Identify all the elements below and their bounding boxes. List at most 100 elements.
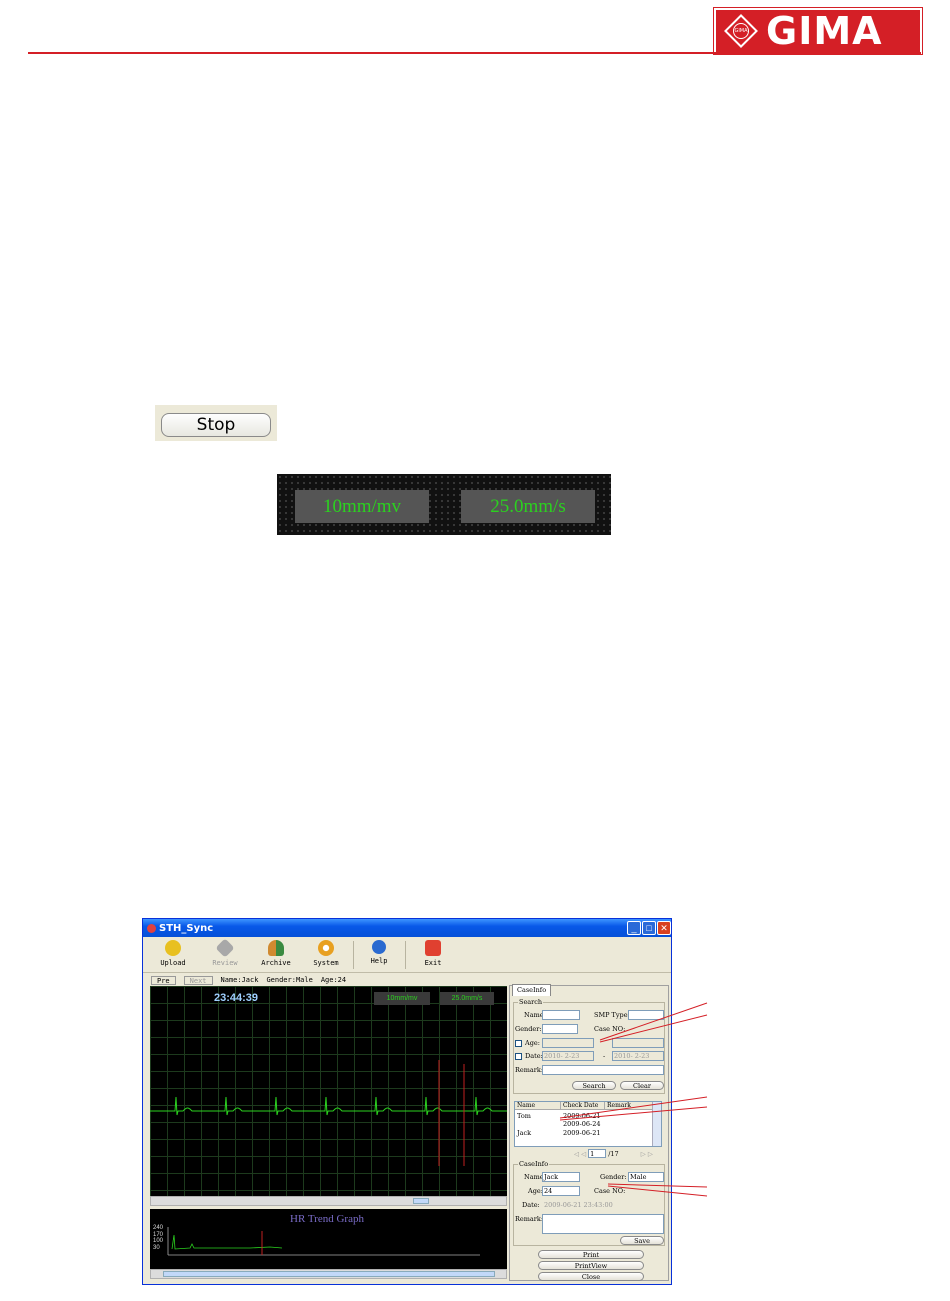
help-button[interactable]: Help (359, 940, 399, 965)
caseinfo-legend: CaseInfo (518, 1160, 550, 1168)
gima-logo: GIMA GIMA (713, 7, 923, 55)
pager: ◁ ◁ 1 /17 ▷ ▷ (574, 1149, 653, 1158)
review-button[interactable]: Review (205, 938, 245, 967)
search-age-label: Age: (525, 1039, 540, 1047)
table-scrollbar[interactable] (652, 1102, 661, 1146)
archive-button[interactable]: Archive (256, 940, 296, 967)
table-row-date[interactable]: 2009-06-21 (563, 1112, 601, 1120)
close-window-button[interactable]: ✕ (657, 921, 671, 935)
exit-icon (425, 940, 441, 956)
close-button[interactable]: Close (538, 1272, 644, 1281)
date-checkbox[interactable] (515, 1053, 522, 1060)
logo-text: GIMA (766, 9, 883, 53)
header-rule (28, 52, 921, 54)
search-remark-label: Remark: (515, 1066, 544, 1074)
case-date-label: Date: (522, 1201, 540, 1209)
date-separator: - (603, 1052, 606, 1060)
exit-button[interactable]: Exit (413, 940, 453, 967)
minimize-button[interactable]: _ (627, 921, 641, 935)
search-group: Search Name: SMP Type: Gender: Case NO: … (513, 998, 665, 1094)
age-to-input[interactable] (612, 1038, 664, 1048)
page-count: /17 (608, 1150, 619, 1158)
hr-scroll-thumb[interactable] (163, 1271, 495, 1277)
hr-scrollbar[interactable] (150, 1269, 507, 1279)
table-row-date[interactable]: 2009-06-24 (563, 1120, 601, 1128)
tab-caseinfo[interactable]: CaseInfo (512, 984, 552, 996)
side-panel: CaseInfo Search Name: SMP Type: Gender: … (509, 984, 669, 1281)
col-check-date[interactable]: Check Date (561, 1102, 605, 1110)
logo-badge-icon: GIMA (724, 14, 758, 48)
system-button[interactable]: System (306, 940, 346, 967)
archive-icon (268, 940, 284, 956)
hr-plot (167, 1227, 480, 1256)
ecg-scrollbar[interactable] (150, 1196, 507, 1206)
search-remark-input[interactable] (542, 1065, 664, 1075)
toolbar: Upload Review Archive System Help Exit (143, 937, 671, 973)
stop-button[interactable]: Stop (161, 413, 271, 437)
title-bar: STH_Sync (143, 919, 671, 937)
case-age-input[interactable]: 24 (542, 1186, 580, 1196)
table-row-name[interactable]: Jack (517, 1129, 532, 1137)
case-gender-label: Gender: (600, 1173, 627, 1181)
case-age-label: Age: (528, 1187, 543, 1195)
case-remark-input[interactable] (542, 1214, 664, 1234)
patient-gender: Gender:Male (266, 976, 313, 984)
case-no-label: Case NO: (594, 1187, 626, 1195)
age-checkbox[interactable] (515, 1040, 522, 1047)
ecg-speed-chip[interactable]: 25.0mm/s (440, 992, 494, 1005)
review-icon (215, 938, 235, 958)
case-gender-select[interactable]: Male (628, 1172, 664, 1182)
search-button[interactable]: Search (572, 1081, 616, 1090)
scale-panel: 10mm/mv 25.0mm/s (277, 474, 611, 535)
hr-trend-graph: HR Trend Graph 240 170 100 30 (150, 1209, 507, 1271)
clear-button[interactable]: Clear (620, 1081, 664, 1090)
gear-icon (318, 940, 334, 956)
app-window: STH_Sync _ □ ✕ Upload Review Archive Sys… (142, 918, 672, 1285)
table-row-date[interactable]: 2009-06-21 (563, 1129, 601, 1137)
window-title: STH_Sync (159, 922, 214, 934)
gain-display[interactable]: 10mm/mv (295, 490, 429, 523)
next-button[interactable]: Next (183, 975, 213, 985)
toolbar-separator (353, 941, 354, 969)
search-gender-label: Gender: (515, 1025, 542, 1033)
date-to-input[interactable]: 2010- 2-23 (612, 1051, 664, 1061)
patient-name: Name:Jack (220, 976, 259, 984)
smp-type-label: SMP Type: (594, 1011, 630, 1019)
case-remark-label: Remark: (515, 1215, 544, 1223)
table-row-name[interactable]: Tom (517, 1112, 531, 1120)
case-date-value: 2009-06-21 23:43:00 (542, 1200, 664, 1210)
age-from-input[interactable] (542, 1038, 594, 1048)
search-date-label: Date: (525, 1052, 543, 1060)
help-icon (372, 940, 386, 954)
patient-info-bar: Pre Next Name:Jack Gender:Male Age:24 (151, 975, 346, 985)
stop-button-panel: Stop (155, 405, 277, 441)
pre-button[interactable]: Pre (151, 975, 176, 985)
search-gender-select[interactable] (542, 1024, 578, 1034)
scroll-thumb[interactable] (413, 1198, 429, 1204)
maximize-button[interactable]: □ (642, 921, 656, 935)
case-name-input[interactable]: Jack (542, 1172, 580, 1182)
speed-display[interactable]: 25.0mm/s (461, 490, 595, 523)
case-table: Name Check Date Remark Tom 2009-06-21 20… (514, 1101, 662, 1147)
upload-icon (165, 940, 181, 956)
ecg-waveform (150, 1060, 507, 1166)
ecg-display: 23:44:39 10mm/mv 25.0mm/s (150, 986, 507, 1196)
hr-ticks: 240 170 100 30 (153, 1225, 164, 1251)
caseinfo-group: CaseInfo Name: Jack Gender: Male Age: 24… (513, 1160, 665, 1246)
upload-button[interactable]: Upload (153, 940, 193, 967)
search-name-label: Name: (524, 1011, 546, 1019)
date-from-input[interactable]: 2010- 2-23 (542, 1051, 594, 1061)
print-button[interactable]: Print (538, 1250, 644, 1259)
search-caseno-label: Case NO: (594, 1025, 626, 1033)
col-name[interactable]: Name (515, 1102, 561, 1110)
printview-button[interactable]: PrintView (538, 1261, 644, 1270)
save-button[interactable]: Save (620, 1236, 664, 1245)
ecg-time: 23:44:39 (214, 992, 259, 1004)
app-icon (147, 923, 156, 933)
page-input[interactable]: 1 (588, 1149, 607, 1158)
ecg-gain-chip[interactable]: 10mm/mv (374, 992, 430, 1005)
smp-type-select[interactable] (628, 1010, 664, 1020)
col-remark[interactable]: Remark (605, 1102, 653, 1110)
search-name-input[interactable] (542, 1010, 580, 1020)
hr-title: HR Trend Graph (290, 1213, 364, 1225)
